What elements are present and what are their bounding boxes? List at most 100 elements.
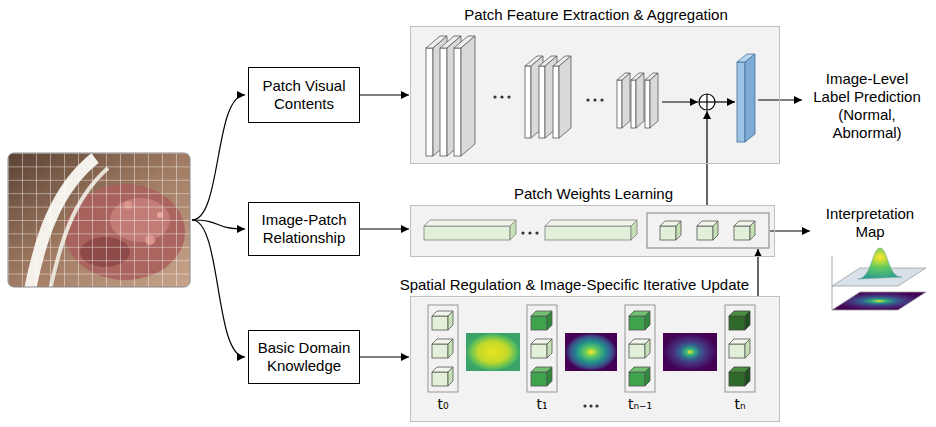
weight-layer — [545, 220, 637, 226]
time-step-label: t₁ — [536, 396, 547, 413]
output-layer — [737, 62, 745, 142]
cnn-layer — [426, 48, 433, 156]
cnn-layer — [525, 66, 531, 138]
step-cubes — [629, 367, 650, 386]
flow-connector — [706, 111, 707, 205]
step-column — [625, 305, 655, 392]
step-column — [428, 305, 755, 392]
cnn-layer — [433, 36, 447, 156]
module-panel: Patch Feature Extraction & Aggregation — [410, 26, 780, 164]
cnn-layer — [650, 73, 658, 128]
cnn-layer — [631, 80, 636, 128]
ellipsis-dots — [521, 231, 524, 234]
ellipsis-dots — [493, 95, 603, 101]
panel-title: Patch Weights Learning — [514, 185, 673, 203]
step-column — [428, 305, 458, 392]
panel-ground — [410, 26, 780, 164]
output-layer — [745, 54, 755, 142]
ellipsis-dots — [593, 98, 596, 101]
step-cubes — [629, 311, 650, 330]
step-cubes — [629, 339, 650, 358]
input-box: Patch Visual Contents — [248, 67, 360, 123]
step-cubes — [729, 311, 750, 330]
step-cubes — [531, 311, 552, 330]
module-panel: Spatial Regulation & Image-Specific Iter… — [410, 296, 780, 422]
sum-symbol — [706, 94, 707, 110]
interpretation-map-icon — [832, 256, 833, 310]
ellipsis-dots — [586, 98, 589, 101]
output-label: Interpretation Map — [815, 205, 925, 241]
cnn-layer — [440, 48, 447, 156]
cnn-layer — [559, 56, 571, 138]
panel-ground — [410, 205, 775, 257]
cnn-layer — [461, 36, 475, 156]
photo-frame — [8, 153, 190, 287]
output-label: Image-Level Label Prediction (Normal, Ab… — [806, 70, 928, 142]
heatmap — [466, 333, 520, 371]
cnn-layer — [645, 80, 650, 128]
sum-symbol — [699, 94, 715, 110]
step-cubes — [729, 367, 750, 386]
flow-connector — [360, 228, 409, 229]
ellipsis-dots — [535, 231, 538, 234]
output-label-holder: Interpretation Map — [815, 205, 925, 241]
ellipsis-dots — [583, 404, 586, 407]
time-step-label: t₀ — [437, 396, 448, 413]
weight-cube — [660, 221, 681, 240]
weight-cube — [697, 221, 718, 240]
heatmap — [565, 333, 617, 371]
input-box: Image-Patch Relationship — [248, 202, 360, 256]
ellipsis-dots — [595, 404, 598, 407]
output-arrow — [770, 230, 810, 231]
time-step-label-holder: t₀ — [413, 395, 473, 413]
ellipsis-dots — [583, 404, 598, 407]
ellipsis-dots — [600, 98, 603, 101]
interpretation-map-icon — [832, 248, 926, 310]
ellipsis-dots — [507, 95, 510, 98]
box-label: Image-Patch Relationship — [253, 211, 355, 247]
weights-box — [647, 213, 769, 248]
step-cubes — [432, 339, 453, 358]
weight-layer — [424, 226, 510, 240]
cnn-layer — [636, 73, 644, 128]
step-cubes — [432, 367, 453, 386]
panel-title: Patch Feature Extraction & Aggregation — [464, 6, 728, 24]
input-arrow — [192, 95, 245, 220]
panel-ground — [410, 296, 780, 422]
heatmap — [663, 333, 717, 371]
interpretation-map-icon — [858, 248, 902, 279]
box-label: Basic Domain Knowledge — [253, 339, 355, 375]
weight-layer — [510, 220, 516, 240]
weight-layer — [631, 220, 637, 240]
module-panel: Patch Weights Learning — [410, 205, 775, 257]
time-step-label-holder: tₙ₋₁ — [610, 395, 670, 413]
weight-layer — [424, 220, 637, 240]
input-arrow — [192, 220, 245, 357]
flow-arrow — [662, 101, 698, 102]
cnn-layer — [447, 36, 461, 156]
flow-connector — [360, 94, 409, 95]
endoscopy-photo — [8, 153, 190, 287]
ellipsis-dots — [589, 404, 592, 407]
time-step-label: tₙ — [734, 396, 745, 413]
time-step-label: tₙ₋₁ — [628, 396, 652, 413]
ellipsis-dots — [521, 231, 538, 234]
step-cubes — [432, 311, 453, 330]
output-arrow — [758, 99, 802, 100]
cnn-layer — [454, 48, 461, 156]
step-column — [725, 305, 755, 392]
cnn-layer — [539, 66, 545, 138]
box-label: Patch Visual Contents — [253, 77, 355, 113]
weight-cube — [734, 221, 755, 240]
weight-layer — [545, 226, 631, 240]
ellipsis-dots — [528, 231, 531, 234]
step-cubes — [531, 367, 552, 386]
cnn-layer — [622, 73, 630, 128]
step-cubes — [729, 339, 750, 358]
input-arrow — [192, 95, 245, 357]
output-label-holder: Image-Level Label Prediction (Normal, Ab… — [806, 70, 928, 142]
endoscopy-photo — [8, 153, 190, 287]
